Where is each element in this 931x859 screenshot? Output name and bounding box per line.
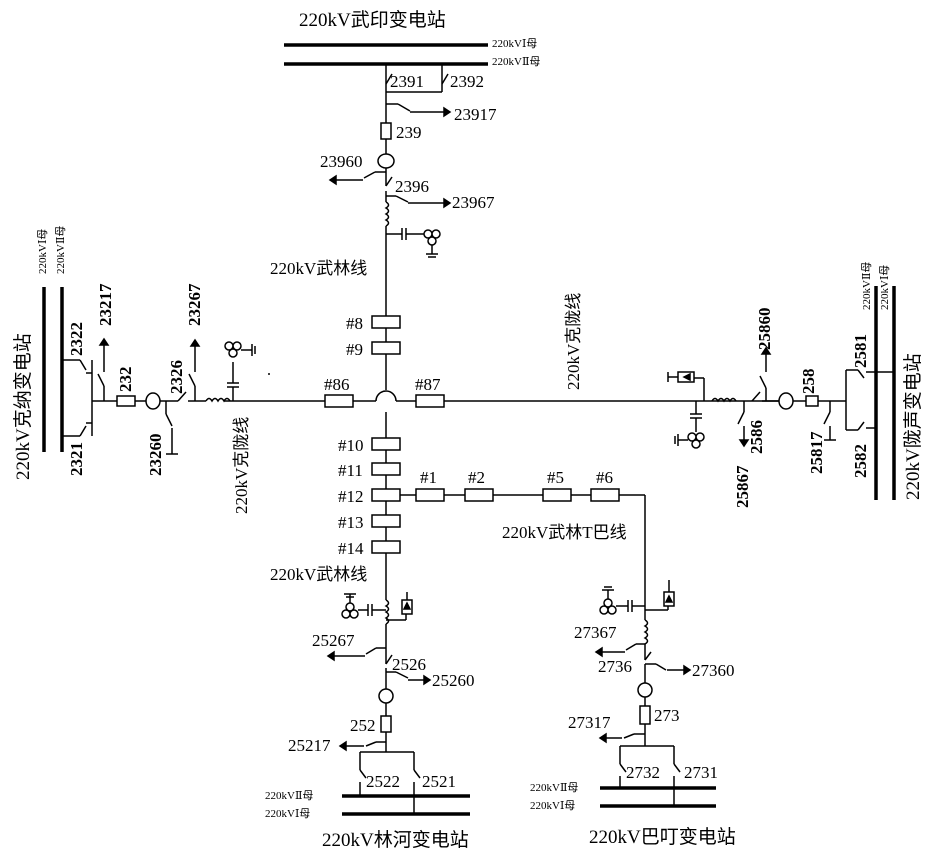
kena-bus2-label: 220kVⅡ母 [55, 225, 67, 274]
wuyin-23960-label: 23960 [320, 152, 363, 171]
linhe-bus2-label: 220kVⅠ母 [265, 808, 311, 820]
kena-bus1-label: 220kVⅠ母 [37, 228, 49, 274]
longsheng-bus1-label: 220kVⅡ母 [861, 261, 873, 310]
linhe-25260-label: 25260 [432, 671, 475, 690]
bading-27317-label: 27317 [568, 713, 611, 732]
bading-27367-label: 27367 [574, 623, 617, 642]
linhe-252-label: 252 [350, 716, 376, 735]
longsheng-station-name: 220kV陇声变电站 [903, 353, 924, 500]
tower-5-label: #5 [547, 468, 564, 487]
wulin-line-label-lower: 220kV武林线 [270, 565, 368, 584]
longsheng-bus2-label: 220kVⅠ母 [879, 264, 891, 310]
kena-2326-label: 2326 [167, 360, 186, 394]
bading-bay [594, 580, 692, 806]
kena-23260-label: 23260 [146, 433, 165, 477]
bading-27360-label: 27360 [692, 661, 735, 680]
longsheng-2581-label: 2581 [851, 334, 870, 368]
tower-14-label: #14 [338, 539, 364, 558]
kelong-line-label-left: 220kV克陇线 [232, 416, 251, 514]
kena-2322-label: 2322 [67, 322, 86, 356]
kena-bay [62, 337, 256, 455]
wuyin-bus1-label: 220kVⅠ母 [492, 38, 538, 50]
longsheng-2586-label: 2586 [747, 420, 766, 454]
linhe-station-name: 220kV林河变电站 [322, 830, 469, 851]
tower-9-label: #9 [346, 340, 363, 359]
bading-273-label: 273 [654, 706, 680, 725]
wuyin-bus2-label: 220kVⅡ母 [492, 56, 541, 68]
linhe-2521-label: 2521 [422, 772, 456, 791]
tower-10-label: #10 [338, 436, 364, 455]
tower-12-label: #12 [338, 487, 364, 506]
longsheng-25860-label: 25860 [755, 307, 774, 351]
bading-bus1-label: 220kVⅡ母 [530, 782, 579, 794]
wulin-t-ba-line [400, 488, 646, 620]
wuyin-2392-label: 2392 [450, 72, 484, 91]
longsheng-busbars [874, 286, 896, 500]
longsheng-25867-label: 25867 [733, 465, 752, 509]
wulin-line-label-upper: 220kV武林线 [270, 259, 368, 278]
kena-23217-label: 23217 [96, 283, 115, 327]
wuyin-busbars [284, 43, 488, 66]
kena-station-name: 220kV克纳变电站 [13, 333, 34, 480]
longsheng-25817-label: 25817 [807, 431, 826, 475]
bading-bus2-label: 220kVⅠ母 [530, 800, 576, 812]
longsheng-258-label: 258 [799, 368, 818, 395]
kelong-line-label-right: 220kV克陇线 [564, 292, 583, 390]
wuyin-2396-label: 2396 [395, 177, 429, 196]
linhe-25217-label: 25217 [288, 736, 331, 755]
bading-2732-label: 2732 [626, 763, 660, 782]
bading-busbars [600, 786, 716, 808]
linhe-2522-label: 2522 [366, 772, 400, 791]
longsheng-2582-label: 2582 [851, 444, 870, 478]
linhe-busbars [342, 794, 470, 816]
linhe-bus1-label: 220kVⅡ母 [265, 790, 314, 802]
wulin-t-ba-line-label: 220kV武林T巴线 [502, 523, 627, 542]
wuyin-23917-label: 23917 [454, 105, 497, 124]
tower-8-label: #8 [346, 314, 363, 333]
tower-6-label: #6 [596, 468, 613, 487]
wuyin-bay [328, 64, 452, 316]
tower-86-label: #86 [324, 375, 350, 394]
bading-2736-label: 2736 [598, 657, 632, 676]
tower-11-label: #11 [338, 461, 363, 480]
kelong-line [233, 373, 786, 408]
linhe-25267-label: 25267 [312, 631, 355, 650]
kena-23267-label: 23267 [185, 283, 204, 327]
wuyin-239-label: 239 [396, 123, 422, 142]
tower-2-label: #2 [468, 468, 485, 487]
wulin-line-main [371, 315, 401, 600]
tower-1-label: #1 [420, 468, 437, 487]
kena-2321-label: 2321 [67, 442, 86, 476]
kena-busbars [42, 287, 64, 452]
bading-station-name: 220kV巴叮变电站 [589, 827, 736, 848]
bading-2731-label: 2731 [684, 763, 718, 782]
kena-232-label: 232 [116, 366, 135, 393]
tower-87-label: #87 [415, 375, 441, 394]
linhe-bay [326, 592, 432, 814]
tower-13-label: #13 [338, 513, 364, 532]
wuyin-2391-label: 2391 [390, 72, 424, 91]
linhe-2526-label: 2526 [392, 655, 426, 674]
wuyin-23967-label: 23967 [452, 193, 495, 212]
wuyin-station-name: 220kV武印变电站 [299, 10, 446, 31]
longsheng-bay [667, 346, 894, 449]
